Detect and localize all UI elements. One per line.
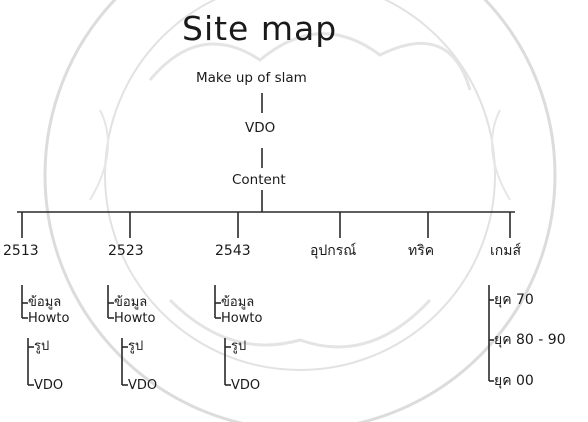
col1-child-info: ข้อมูล	[28, 295, 62, 310]
col3-grandchild-picture: รูป	[231, 339, 247, 354]
col6-child-80s-90s: ยุค 80 - 90	[494, 332, 566, 348]
node-vdo: VDO	[245, 120, 276, 136]
node-col-2543: 2543	[215, 243, 251, 259]
col2-grandchild-picture: รูป	[128, 339, 144, 354]
col1-grandchild-picture: รูป	[34, 339, 50, 354]
node-root: Make up of slam	[196, 70, 307, 86]
node-col-tricks: ทริค	[408, 243, 435, 259]
diagram-title: Site map	[182, 9, 338, 48]
col2-child-howto: Howto	[114, 311, 156, 326]
col6-child-00s: ยุค 00	[494, 373, 534, 389]
col1-grandchild-vdo: VDO	[34, 378, 64, 393]
node-content: Content	[232, 172, 286, 188]
node-col-games: เกมส์	[490, 243, 522, 259]
node-col-2523: 2523	[108, 243, 144, 259]
col1-child-howto: Howto	[28, 311, 70, 326]
node-col-equipment: อุปกรณ์	[310, 243, 357, 259]
col2-child-info: ข้อมูล	[114, 295, 148, 310]
col3-child-info: ข้อมูล	[221, 295, 255, 310]
node-col-2513: 2513	[3, 243, 39, 259]
col3-grandchild-vdo: VDO	[231, 378, 261, 393]
col6-child-70s: ยุค 70	[494, 292, 534, 308]
col3-child-howto: Howto	[221, 311, 263, 326]
col2-grandchild-vdo: VDO	[128, 378, 158, 393]
